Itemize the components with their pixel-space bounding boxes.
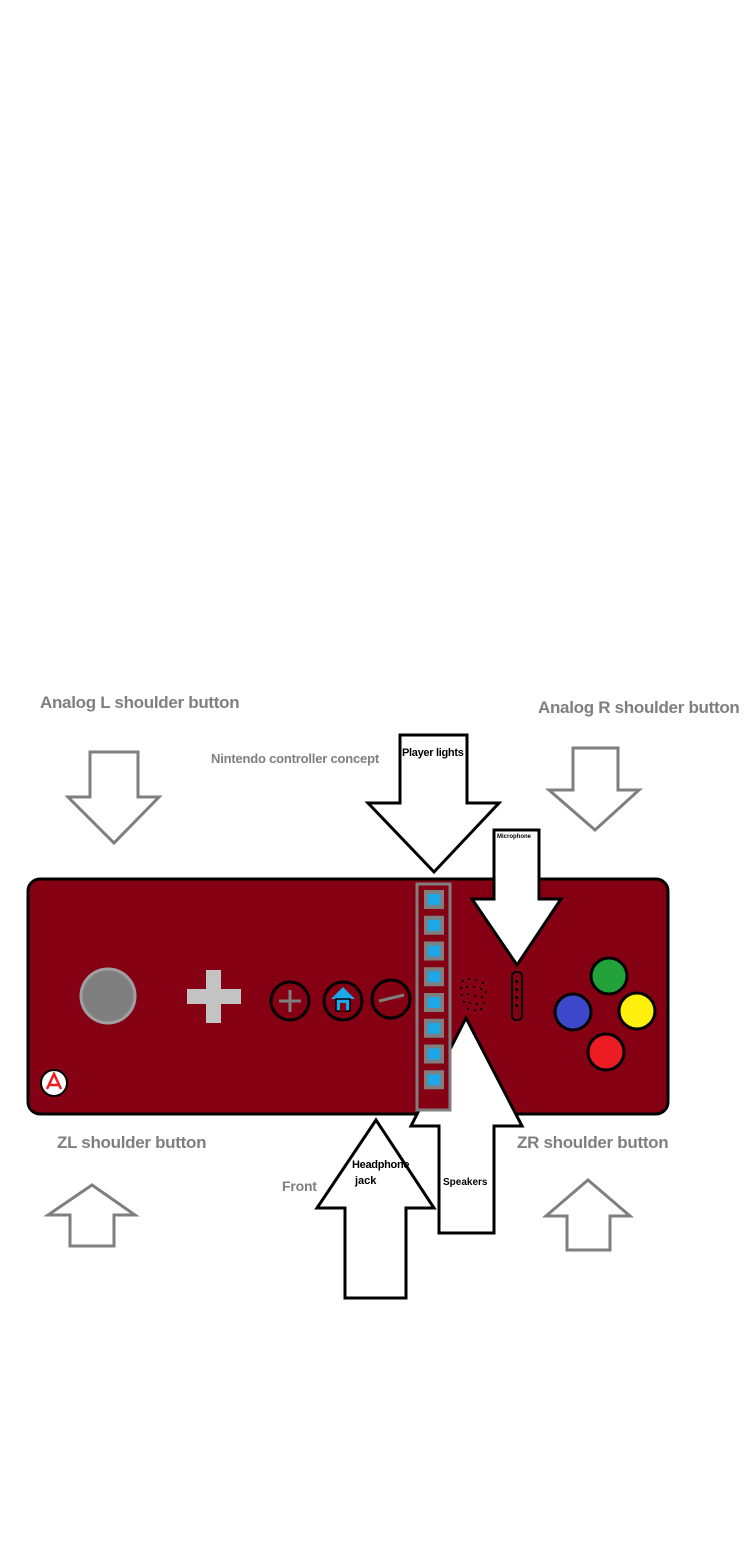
speaker-hole <box>468 978 470 980</box>
speaker-hole <box>482 982 484 984</box>
front-label: Front <box>282 1178 317 1194</box>
face-button-blue[interactable] <box>553 992 593 1032</box>
speaker-hole <box>485 991 487 993</box>
player-lights-label: Player lights <box>402 747 464 759</box>
concept-title: Nintendo controller concept <box>211 751 379 766</box>
dpad[interactable] <box>187 970 241 1023</box>
analog-stick[interactable] <box>79 967 137 1025</box>
analog-r-arrow <box>544 746 643 833</box>
speaker-hole <box>466 986 468 988</box>
player-light-led <box>428 971 440 983</box>
logo-icon <box>40 1069 68 1097</box>
microphone-arrow <box>469 828 564 968</box>
speaker-hole <box>463 1001 465 1003</box>
player-light-led <box>428 1048 440 1060</box>
speakers-label: Speakers <box>443 1177 488 1188</box>
speaker-hole <box>467 1008 469 1010</box>
speaker-hole <box>475 979 477 981</box>
speaker-hole <box>480 988 482 990</box>
minus-button[interactable] <box>370 978 412 1020</box>
speaker-hole <box>481 996 483 998</box>
analog-r-label: Analog R shoulder button <box>538 698 740 717</box>
face-button-red[interactable] <box>586 1032 626 1072</box>
player-lights-arrow <box>364 733 503 875</box>
headphone-label-line1: Headphone <box>352 1159 410 1171</box>
player-light-led <box>428 997 440 1008</box>
player-light-led <box>428 894 440 905</box>
plus-button[interactable] <box>269 980 311 1022</box>
speaker-grille <box>460 978 487 1011</box>
speaker-hole <box>480 1008 482 1010</box>
face-button-yellow[interactable] <box>617 991 657 1031</box>
player-light-led <box>428 919 440 931</box>
zl-arrow <box>43 1183 140 1248</box>
player-lights <box>424 890 444 1090</box>
minus-icon <box>378 993 405 1003</box>
speaker-hole <box>474 1009 476 1011</box>
microphone-holes <box>515 980 518 1007</box>
player-light-led <box>428 945 440 957</box>
plus-icon <box>279 990 301 1012</box>
analog-l-label: Analog L shoulder button <box>40 693 240 712</box>
analog-l-arrow <box>64 750 163 846</box>
zl-label: ZL shoulder button <box>57 1133 207 1152</box>
speaker-hole <box>476 1003 478 1005</box>
speaker-hole <box>460 987 462 989</box>
player-light-led <box>428 1022 440 1034</box>
zr-arrow <box>541 1178 635 1252</box>
speaker-hole <box>473 986 475 988</box>
speaker-hole <box>483 1002 485 1004</box>
speaker-hole <box>461 994 463 996</box>
player-light-led <box>428 1074 440 1086</box>
speaker-hole <box>462 980 464 982</box>
speaker-hole <box>469 1002 471 1004</box>
headphone-label-line2: jack <box>355 1175 377 1187</box>
microphone-label: Microphone <box>497 834 531 840</box>
home-icon <box>331 987 355 1012</box>
home-button[interactable] <box>322 980 364 1022</box>
headphone-arrow <box>314 1117 437 1300</box>
speaker-hole <box>467 993 469 995</box>
zr-label: ZR shoulder button <box>517 1133 669 1152</box>
speaker-hole <box>474 995 476 997</box>
face-button-green[interactable] <box>589 956 629 996</box>
